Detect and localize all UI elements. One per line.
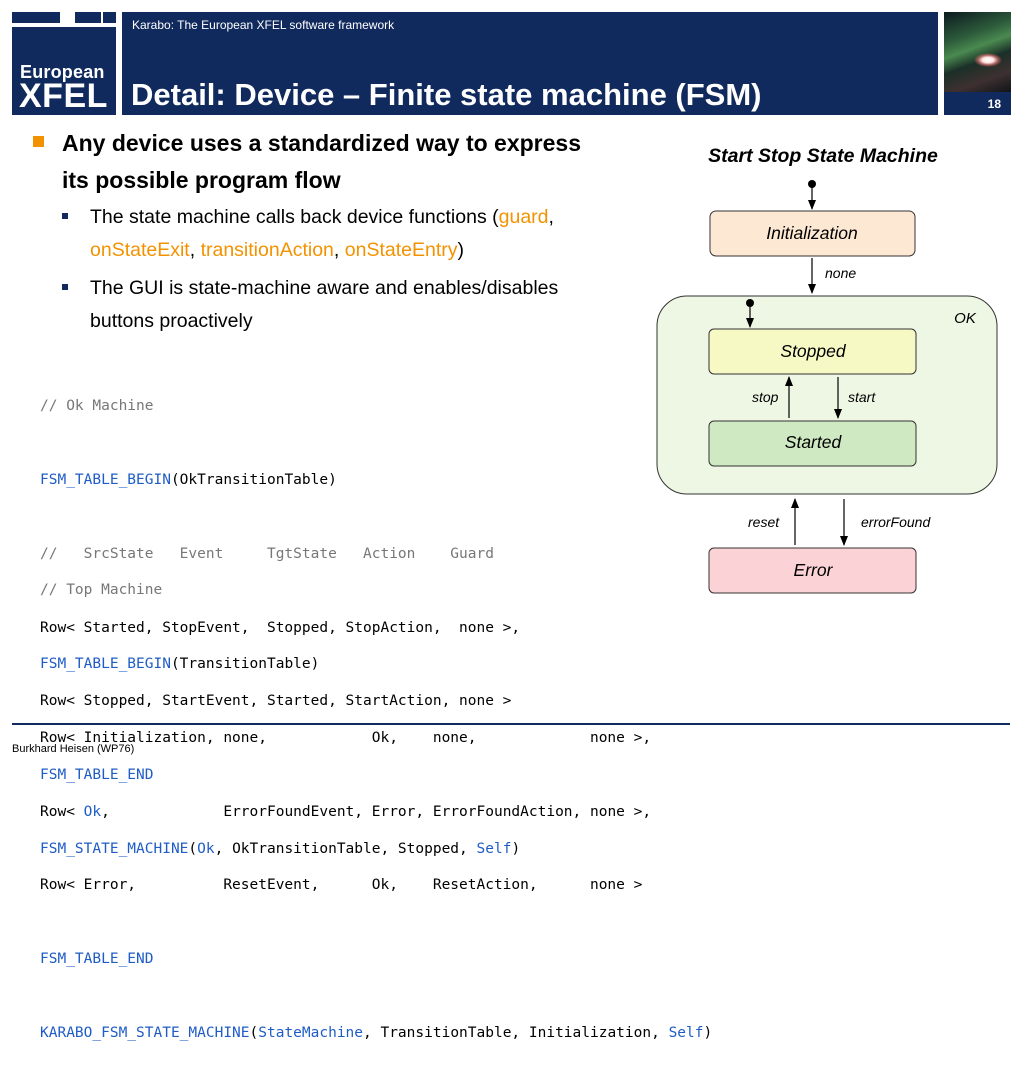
sub-bullet-gui: The GUI is state-machine aware and enabl… xyxy=(90,272,650,338)
sub2-line2: buttons proactively xyxy=(90,310,253,332)
transition-start-label: start xyxy=(848,389,876,405)
state-started xyxy=(708,420,917,467)
presentation-subtitle: Karabo: The European XFEL software frame… xyxy=(132,18,395,32)
header-photo xyxy=(944,12,1011,92)
slide-title: Detail: Device – Finite state machine (F… xyxy=(131,77,762,112)
european-xfel-logo: European XFEL xyxy=(12,27,116,115)
sub1-suffix: ) xyxy=(457,239,464,261)
code-keyword: StateMachine xyxy=(258,1024,364,1041)
transition-stop-label: stop xyxy=(752,389,779,405)
code-comment: // Ok Machine xyxy=(40,398,154,415)
state-stopped xyxy=(708,328,917,375)
bullet-marker-sub2 xyxy=(62,284,68,290)
state-started-label: Started xyxy=(785,432,843,452)
code-keyword: FSM_TABLE_BEGIN xyxy=(40,655,171,672)
sub1-sep: , xyxy=(333,239,345,261)
keyword-onstateexit: onStateExit xyxy=(90,239,190,261)
logo-text-european: European xyxy=(20,62,105,82)
main-bullet: Any device uses a standardized way to ex… xyxy=(62,125,652,199)
bullet-marker-main xyxy=(33,136,44,147)
state-initialization xyxy=(709,210,916,257)
code-keyword: Self xyxy=(668,1024,704,1041)
keyword-guard: guard xyxy=(498,206,549,228)
code-line: Row< Ok, ErrorFoundEvent, Error, ErrorFo… xyxy=(40,800,712,825)
code-line: Row< Initialization, none, Ok, none, non… xyxy=(40,729,652,746)
main-bullet-line2: its possible program flow xyxy=(62,167,341,193)
code-text: , TransitionTable, Initialization, xyxy=(363,1024,669,1041)
code-line: Row< Error, ResetEvent, Ok, ResetAction,… xyxy=(40,877,643,894)
code-text: ) xyxy=(703,1024,713,1041)
title-band: Karabo: The European XFEL software frame… xyxy=(122,12,938,115)
state-initialization-label: Initialization xyxy=(766,223,857,243)
state-error-label: Error xyxy=(794,560,834,580)
code-text: (OkTransitionTable) xyxy=(170,471,337,488)
bullet-marker-sub1 xyxy=(62,213,68,219)
code-text: Row< xyxy=(40,803,84,820)
transition-reset-label: reset xyxy=(748,514,780,530)
code-keyword: FSM_TABLE_END xyxy=(40,951,154,968)
code-text: ( xyxy=(249,1024,259,1041)
code-keyword: KARABO_FSM_STATE_MACHINE xyxy=(40,1024,250,1041)
keyword-onstateentry: onStateEntry xyxy=(344,239,458,261)
diagram-title: Start Stop State Machine xyxy=(708,145,938,167)
state-error xyxy=(708,547,917,594)
sub-bullet-callbacks: The state machine calls back device func… xyxy=(90,201,650,267)
code-line: Row< Started, StopEvent, Stopped, StopAc… xyxy=(40,619,521,636)
footer-divider xyxy=(12,723,1010,725)
main-bullet-line1: Any device uses a standardized way to ex… xyxy=(62,130,582,156)
sub2-line1: The GUI is state-machine aware and enabl… xyxy=(90,277,559,299)
footer-author: Burkhard Heisen (WP76) xyxy=(12,743,135,755)
state-machine-diagram: Start Stop State Machine Initialization … xyxy=(656,145,998,594)
code-text: (TransitionTable) xyxy=(170,655,320,672)
code-keyword: FSM_TABLE_BEGIN xyxy=(40,471,171,488)
composite-state-ok-label: OK xyxy=(954,310,977,327)
code-line: FSM_TABLE_BEGIN(OkTransitionTable) xyxy=(40,468,520,493)
logo-text-xfel: XFEL xyxy=(19,77,108,115)
slide-number-box: 18 xyxy=(944,12,1011,115)
code-comment: // Top Machine xyxy=(40,582,163,599)
code-text: , ErrorFoundEvent, Error, ErrorFoundActi… xyxy=(101,803,652,820)
code-comment: // SrcState Event TgtState Action Guard xyxy=(40,545,494,562)
code-keyword: Ok xyxy=(83,803,102,820)
state-stopped-label: Stopped xyxy=(780,341,846,361)
sub1-sep: , xyxy=(189,239,201,261)
slide-number: 18 xyxy=(987,97,1001,111)
transition-none-label: none xyxy=(825,265,856,281)
code-line: FSM_TABLE_BEGIN(TransitionTable) xyxy=(40,652,712,677)
code-line: Row< Stopped, StartEvent, Started, Start… xyxy=(40,693,512,710)
keyword-transitionaction: transitionAction xyxy=(200,239,334,261)
transition-errorfound-label: errorFound xyxy=(861,514,931,530)
sub1-sep: , xyxy=(548,206,554,228)
code-line: KARABO_FSM_STATE_MACHINE(StateMachine, T… xyxy=(40,1021,712,1046)
sub1-prefix: The state machine calls back device func… xyxy=(90,206,499,228)
